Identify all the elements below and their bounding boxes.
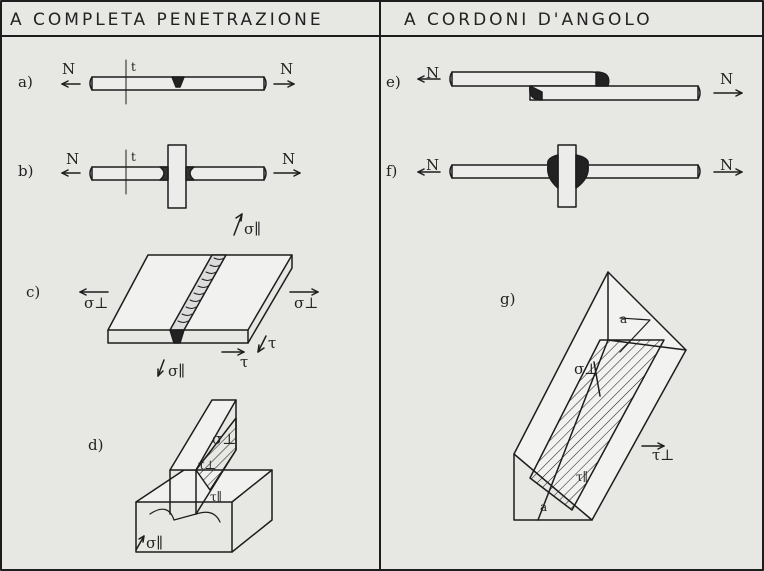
sigma-par-label-d: σ∥	[146, 534, 164, 552]
sigma-par-label-c-bottom: σ∥	[168, 362, 186, 380]
diagram-b	[61, 144, 301, 209]
header-left: A COMPLETA PENETRAZIONE	[10, 10, 324, 30]
panel-label-d: d)	[88, 436, 104, 454]
tau-par-label-d: τ∥	[210, 490, 223, 504]
panel-label-g: g)	[500, 290, 516, 308]
diagram-f	[417, 144, 743, 208]
tau-perp-label-d: τ⊥	[198, 458, 216, 472]
force-label-e-right: N	[720, 70, 734, 88]
force-label-b-left: N	[66, 150, 80, 168]
sigma-perp-label-c-left: σ⊥	[84, 294, 109, 312]
tau-par-label-g: τ∥	[576, 470, 589, 484]
tau-label-c-right: τ	[268, 334, 277, 352]
force-label-b-right: N	[282, 150, 296, 168]
panel-label-a: a)	[18, 73, 33, 91]
tau-label-c-bottom: τ	[240, 353, 249, 371]
force-label-f-right: N	[720, 156, 734, 174]
panel-label-f: f)	[386, 162, 398, 180]
force-label-a-right: N	[280, 60, 294, 78]
diagram-c	[79, 213, 319, 377]
thickness-label-b: t	[131, 150, 136, 164]
thickness-label-a: t	[131, 60, 136, 74]
force-label-a-left: N	[62, 60, 76, 78]
sigma-perp-label-d: σ⊥	[212, 430, 237, 448]
diagram-d	[135, 399, 273, 553]
diagram-g	[513, 271, 687, 521]
panel-label-b: b)	[18, 162, 34, 180]
force-label-e-left: N	[426, 64, 440, 82]
panel-label-e: e)	[386, 73, 401, 91]
sigma-perp-label-c-right: σ⊥	[294, 294, 319, 312]
throat-label-g-bottom: a	[540, 500, 548, 514]
throat-label-g-top: a	[620, 312, 628, 326]
panel-label-c: c)	[26, 283, 41, 301]
sigma-par-label-c-top: σ∥	[244, 220, 262, 238]
tau-perp-label-g: τ⊥	[652, 446, 675, 464]
force-label-f-left: N	[426, 156, 440, 174]
sigma-perp-label-g: σ⊥	[574, 360, 599, 378]
diagram-a	[61, 59, 295, 105]
header-right: A CORDONI D'ANGOLO	[404, 10, 653, 30]
diagram-e	[417, 71, 743, 101]
